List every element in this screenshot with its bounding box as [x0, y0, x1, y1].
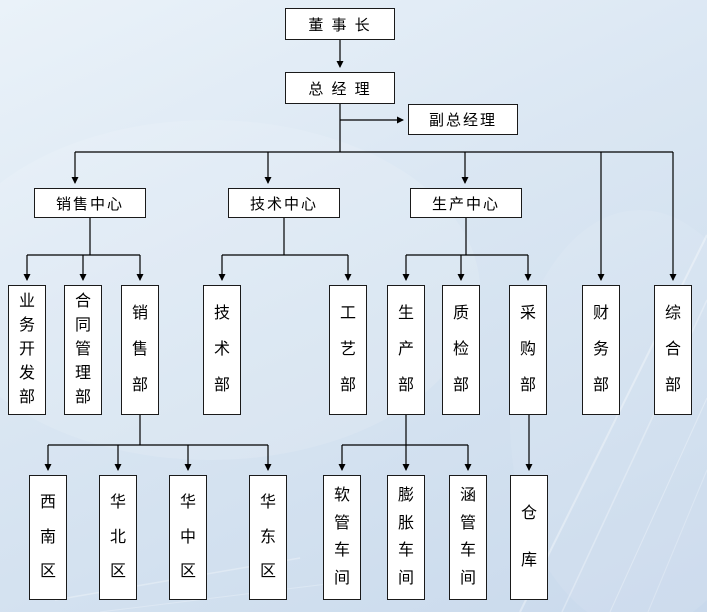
node-general-manager: 总 经 理: [285, 72, 395, 104]
node-general-affairs-dept: 综合部: [654, 285, 692, 415]
node-sales-center: 销售中心: [34, 188, 146, 218]
node-production-center: 生产中心: [410, 188, 522, 218]
connector-group: [23, 40, 677, 471]
node-region-east-china: 华东区: [249, 475, 287, 600]
node-tech-center: 技术中心: [228, 188, 340, 218]
node-sales-dept: 销售部: [121, 285, 159, 415]
node-production-dept: 生产部: [387, 285, 425, 415]
node-craft-dept: 工艺部: [329, 285, 367, 415]
node-expansion-workshop: 膨胀车间: [387, 475, 425, 600]
node-technology-dept: 技术部: [203, 285, 241, 415]
node-deputy-general-manager: 副总经理: [408, 104, 518, 135]
node-business-development-dept: 业务开发部: [8, 285, 46, 415]
node-region-central-china: 华中区: [169, 475, 207, 600]
node-region-north-china: 华北区: [99, 475, 137, 600]
node-finance-dept: 财务部: [582, 285, 620, 415]
node-purchasing-dept: 采购部: [509, 285, 547, 415]
node-culvert-workshop: 涵管车间: [449, 475, 487, 600]
node-warehouse: 仓库: [510, 475, 548, 600]
node-quality-inspection-dept: 质检部: [442, 285, 480, 415]
node-region-southwest: 西南区: [29, 475, 67, 600]
node-contract-management-dept: 合同管理部: [64, 285, 102, 415]
node-hose-workshop: 软管车间: [323, 475, 361, 600]
node-chairman: 董 事 长: [285, 8, 395, 40]
